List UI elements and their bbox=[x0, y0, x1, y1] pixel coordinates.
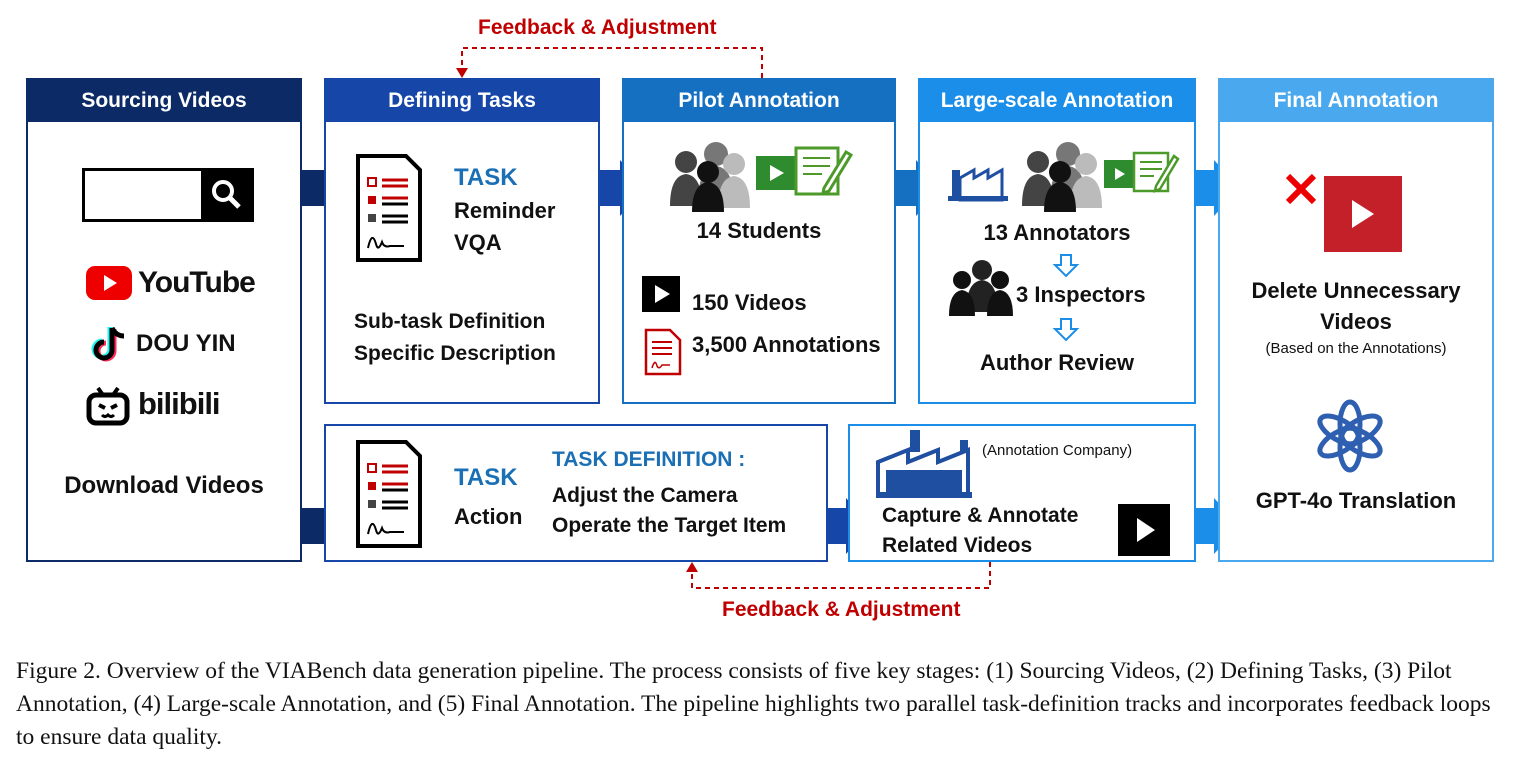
based-on-annotations: (Based on the Annotations) bbox=[1265, 340, 1447, 357]
down-arrow-icon bbox=[1052, 318, 1080, 347]
stage-title: Large-scale Annotation bbox=[920, 80, 1194, 122]
annotation-document-icon bbox=[644, 328, 682, 381]
stage-title: Final Annotation bbox=[1220, 80, 1492, 122]
stage-title: Defining Tasks bbox=[326, 80, 598, 122]
task-definition-camera: Adjust the Camera bbox=[552, 484, 738, 507]
inspectors-count: 3 Inspectors bbox=[1016, 282, 1146, 307]
feedback-bottom-arrowhead bbox=[686, 562, 698, 572]
openai-logo-icon bbox=[1314, 399, 1386, 477]
video-play-icon bbox=[1324, 176, 1402, 257]
annotation-pen-icon bbox=[794, 142, 854, 203]
play-video-icon bbox=[1104, 160, 1134, 193]
specific-description: Specific Description bbox=[354, 342, 556, 365]
feedback-loop-top bbox=[461, 47, 763, 78]
stage-pilot-annotation: Pilot Annotation 14 Students 150 Videos … bbox=[622, 78, 896, 404]
task-line-reminder: Reminder bbox=[454, 198, 556, 223]
gpt4o-translation: GPT-4o Translation bbox=[1255, 488, 1457, 513]
douyin-label: DOU YIN bbox=[136, 330, 236, 357]
youtube-logo bbox=[86, 266, 132, 305]
feedback-loop-bottom bbox=[691, 562, 991, 589]
people-group-icon bbox=[664, 142, 756, 217]
annotations-count: 3,500 Annotations bbox=[692, 332, 881, 357]
search-bar-graphic bbox=[82, 168, 254, 222]
subtask-definition: Sub-task Definition bbox=[354, 310, 546, 333]
people-group-icon bbox=[1016, 142, 1108, 217]
inspectors-icon bbox=[948, 260, 1013, 321]
author-review: Author Review bbox=[979, 350, 1135, 375]
capture-annotate-line2: Related Videos bbox=[882, 534, 1033, 557]
search-icon bbox=[201, 171, 251, 219]
play-video-icon bbox=[756, 156, 796, 195]
feedback-label-top: Feedback & Adjustment bbox=[478, 16, 717, 39]
stage-title: Sourcing Videos bbox=[28, 80, 300, 122]
videos-count: 150 Videos bbox=[692, 290, 807, 315]
down-arrow-icon bbox=[1052, 254, 1080, 283]
delete-unnecessary-line1: Delete Unnecessary bbox=[1251, 278, 1461, 303]
capture-annotate-line1: Capture & Annotate bbox=[882, 504, 1079, 527]
stage-defining-tasks: Defining Tasks TASK Reminder VQA Sub-tas… bbox=[324, 78, 600, 404]
annotation-pen-icon bbox=[1132, 148, 1180, 199]
annotation-company-track: (Annotation Company) Capture & Annotate … bbox=[848, 424, 1196, 562]
stage-large-scale-annotation: Large-scale Annotation 13 Annotators 3 I… bbox=[918, 78, 1196, 404]
task-definition-title: TASK DEFINITION : bbox=[552, 448, 746, 471]
task-line-vqa: VQA bbox=[454, 230, 502, 255]
students-count: 14 Students bbox=[696, 218, 822, 243]
youtube-label: YouTube bbox=[138, 266, 256, 299]
stage-title: Pilot Annotation bbox=[624, 80, 894, 122]
task-definition-track: TASK Action TASK DEFINITION : Adjust the… bbox=[324, 424, 828, 562]
bilibili-label: bilibili bbox=[138, 386, 221, 421]
download-videos-label: Download Videos bbox=[64, 472, 264, 499]
factory-icon bbox=[876, 430, 972, 503]
delete-unnecessary-line2: Videos bbox=[1320, 309, 1392, 334]
figure-caption: Figure 2. Overview of the VIABench data … bbox=[16, 658, 1491, 750]
bilibili-icon bbox=[86, 386, 130, 431]
task-document-icon bbox=[354, 152, 424, 269]
delete-x-icon bbox=[1284, 172, 1318, 211]
douyin-icon bbox=[90, 324, 130, 369]
task-document-icon bbox=[354, 438, 424, 555]
task-label: TASK bbox=[454, 464, 518, 491]
feedback-label-bottom: Feedback & Adjustment bbox=[722, 598, 961, 621]
annotation-company-label: (Annotation Company) bbox=[982, 442, 1133, 459]
factory-icon bbox=[948, 156, 1010, 207]
stage-final-annotation: Final Annotation Delete Unnecessary Vide… bbox=[1218, 78, 1494, 562]
task-definition-target: Operate the Target Item bbox=[552, 514, 787, 537]
task-label: TASK bbox=[454, 164, 518, 191]
annotators-count: 13 Annotators bbox=[983, 220, 1131, 245]
task-line-action: Action bbox=[454, 504, 523, 529]
stage-sourcing-videos: Sourcing Videos YouTube DOU YIN bilibili… bbox=[26, 78, 302, 562]
video-play-icon bbox=[642, 276, 680, 317]
video-play-icon bbox=[1118, 504, 1170, 561]
feedback-top-arrowhead bbox=[456, 68, 468, 78]
